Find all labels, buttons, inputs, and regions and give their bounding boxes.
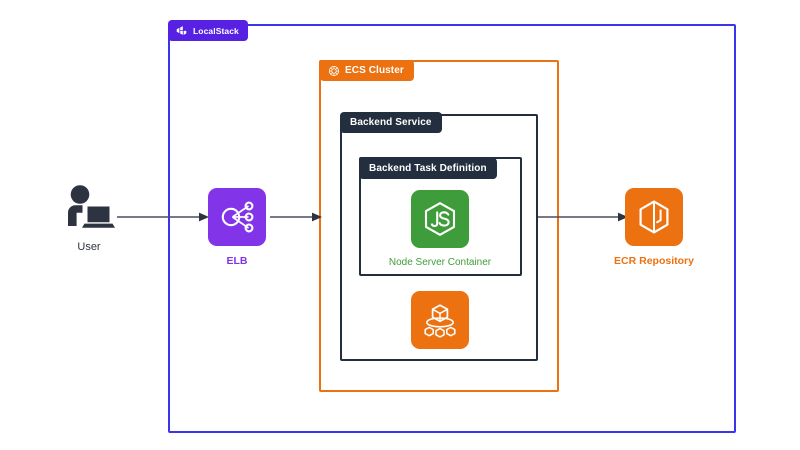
backend-task-definition-badge: Backend Task Definition bbox=[359, 158, 497, 179]
node-user: User bbox=[51, 184, 127, 253]
node-ecr-repository: ECR Repository bbox=[614, 188, 694, 267]
localstack-badge: LocalStack bbox=[168, 20, 248, 41]
user-laptop-icon bbox=[59, 184, 119, 232]
node-server-container-label: Node Server Container bbox=[388, 257, 492, 268]
node-ecr-repository-label: ECR Repository bbox=[614, 255, 694, 267]
arrow-elb-to-ecs-cluster bbox=[270, 209, 322, 222]
backend-task-definition-badge-label: Backend Task Definition bbox=[369, 163, 487, 174]
nodejs-icon bbox=[411, 190, 469, 248]
node-elb-label: ELB bbox=[226, 255, 248, 267]
backend-service-badge: Backend Service bbox=[340, 112, 442, 133]
arrow-backend-service-to-ecr bbox=[538, 209, 628, 222]
node-ecs-task bbox=[411, 291, 469, 349]
elastic-load-balancer-icon bbox=[208, 188, 266, 246]
localstack-boundary-box bbox=[168, 24, 736, 433]
ecr-repository-icon bbox=[625, 188, 683, 246]
ecs-cluster-boundary-box bbox=[319, 60, 559, 392]
node-node-server-container: Node Server Container bbox=[389, 190, 491, 268]
ecs-cluster-badge: ECS Cluster bbox=[320, 60, 414, 81]
backend-service-badge-label: Backend Service bbox=[350, 117, 432, 128]
localstack-logo-icon bbox=[175, 24, 188, 37]
arrow-user-to-elb bbox=[117, 209, 209, 222]
ecs-service-icon bbox=[411, 291, 469, 349]
ecs-cluster-badge-label: ECS Cluster bbox=[345, 65, 404, 76]
node-elb: ELB bbox=[208, 188, 266, 267]
ecs-cluster-icon bbox=[328, 65, 340, 77]
node-user-label: User bbox=[77, 241, 101, 253]
localstack-badge-label: LocalStack bbox=[193, 25, 239, 36]
